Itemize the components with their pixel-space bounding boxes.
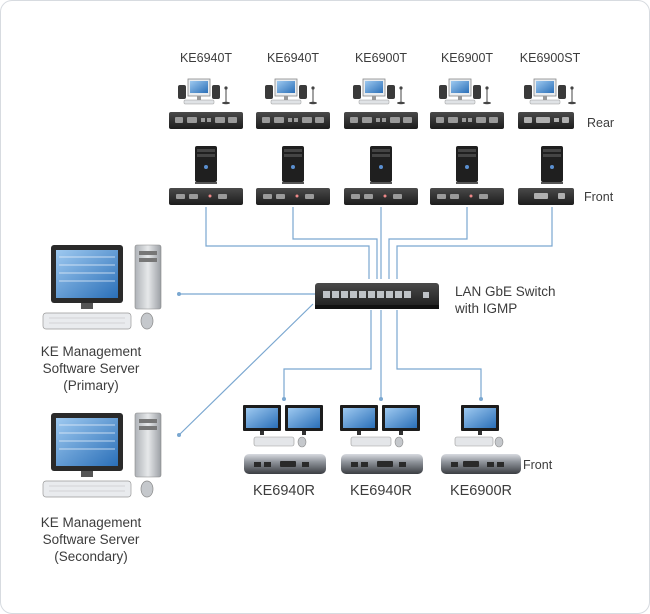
secondary-server-label-line2: Software Server <box>42 532 140 547</box>
pc-tower-icon <box>370 146 392 184</box>
rx-front-label: Front <box>523 458 553 472</box>
secondary-server-icon <box>42 412 162 498</box>
link-tx4-switch <box>388 207 468 279</box>
dual-monitor-icon <box>243 405 323 435</box>
transmitter-1 <box>169 78 243 205</box>
receiver-2 <box>340 405 423 474</box>
gbe-switch <box>315 283 439 309</box>
tx-front-panel <box>430 188 504 205</box>
link-switch-rx3 <box>396 310 482 399</box>
tx-label-5: KE6900ST <box>519 51 581 65</box>
tx-label-2: KE6940T <box>266 51 320 65</box>
link-switch-rx1 <box>283 310 372 399</box>
secondary-server-label-line3: (Secondary) <box>54 549 128 564</box>
pc-tower-icon <box>195 146 217 184</box>
tx-front-panel <box>256 188 330 205</box>
pc-tower-icon <box>456 146 478 184</box>
primary-server-label-line2: Software Server <box>42 361 140 376</box>
tx-label-3: KE6900T <box>354 51 408 65</box>
workstation-icon <box>524 78 576 105</box>
dual-monitor-icon <box>340 405 420 435</box>
tx-rear-panel <box>430 112 504 129</box>
rx-label-3: KE6900R <box>449 483 513 499</box>
rx-unit <box>441 454 521 474</box>
receiver-3 <box>441 405 521 474</box>
connection-lines <box>177 207 553 437</box>
tx-rear-panel <box>344 112 418 129</box>
link-tx5-switch <box>396 207 553 279</box>
tx-rear-panel <box>169 112 243 129</box>
secondary-server-label: KE Management Software Server (Secondary… <box>16 514 166 565</box>
secondary-server-label-line1: KE Management <box>40 515 142 530</box>
monitor-icon <box>461 405 499 435</box>
tx-front-panel <box>169 188 243 205</box>
tx-label-1: KE6940T <box>179 51 233 65</box>
pc-tower-icon <box>282 146 304 184</box>
tx-label-4: KE6900T <box>440 51 494 65</box>
rear-label: Rear <box>587 116 615 130</box>
link-tx2-switch <box>292 207 378 279</box>
workstation-icon <box>178 78 230 105</box>
switch-label-line1: LAN GbE Switch <box>455 284 556 299</box>
workstation-icon <box>439 78 491 105</box>
tx-front-label: Front <box>584 190 614 204</box>
transmitter-5 <box>518 78 576 205</box>
primary-server-label-line1: KE Management <box>40 344 142 359</box>
rx-label-2: KE6940R <box>349 483 413 499</box>
pc-tower-icon <box>541 146 563 184</box>
transmitter-2 <box>256 78 330 205</box>
workstation-icon <box>265 78 317 105</box>
workstation-icon <box>353 78 405 105</box>
rx-label-1: KE6940R <box>252 483 316 499</box>
primary-server-label-line3: (Primary) <box>63 378 119 393</box>
receiver-1 <box>243 405 326 474</box>
link-tx1-switch <box>205 207 370 279</box>
transmitter-3 <box>344 78 418 205</box>
primary-server-label: KE Management Software Server (Primary) <box>16 343 166 394</box>
switch-label-line2: with IGMP <box>455 301 518 316</box>
tx-front-panel <box>344 188 418 205</box>
primary-server-icon <box>42 244 162 330</box>
link-secondary-server <box>178 303 314 436</box>
tx-rear-panel <box>256 112 330 129</box>
transmitter-4 <box>430 78 504 205</box>
